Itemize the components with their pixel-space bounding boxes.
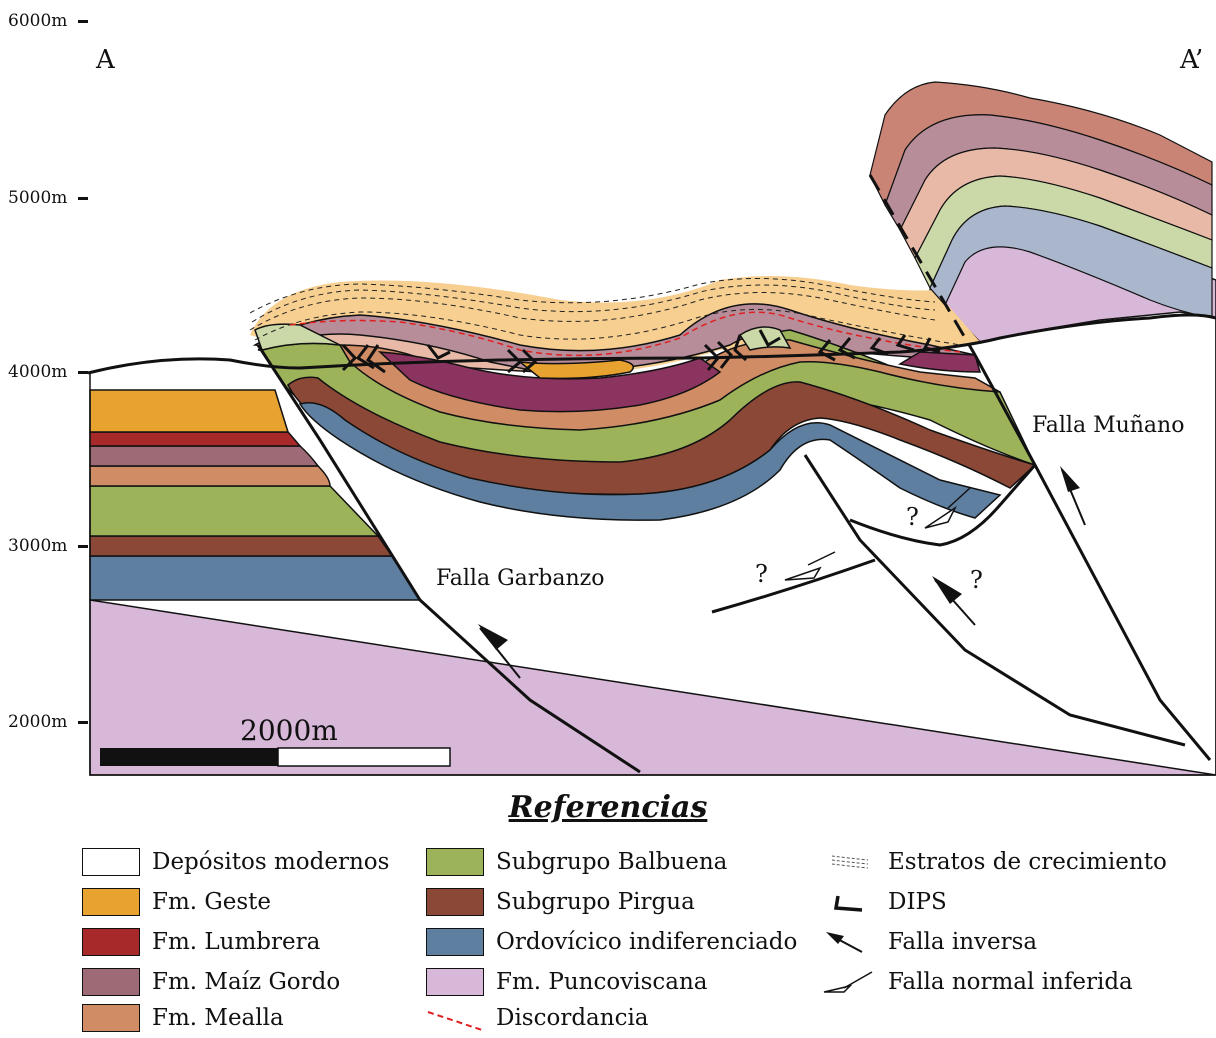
- tick-label-2000: 2000m: [8, 712, 67, 732]
- central-fold-strata: [250, 276, 1035, 520]
- swatch-balbuena: [426, 848, 484, 876]
- dip-symbol-icon: [818, 888, 876, 916]
- normal-fault-half-arrow-icon: [925, 508, 955, 528]
- swatch-depositos-modernos: [82, 848, 140, 876]
- swatch-puncoviscana: [426, 968, 484, 996]
- swatch-mealla: [82, 1004, 140, 1032]
- legend-label: Fm. Lumbrera: [152, 929, 320, 955]
- legend-label: Subgrupo Pirgua: [496, 889, 695, 915]
- legend-label: Discordancia: [496, 1005, 649, 1031]
- tick-label-5000: 5000m: [8, 188, 67, 208]
- uncertain-mark-2: ?: [906, 503, 919, 531]
- swatch-lumbrera: [82, 928, 140, 956]
- legend-item-balbuena: Subgrupo Balbuena: [426, 846, 727, 878]
- legend-item-ordovicico: Ordovícico indiferenciado: [426, 926, 797, 958]
- legend-item-discordancia: Discordancia: [426, 1002, 649, 1034]
- legend-label: Subgrupo Balbuena: [496, 849, 727, 875]
- swatch-pirgua: [426, 888, 484, 916]
- legend-item-mealla: Fm. Mealla: [82, 1002, 284, 1034]
- label-falla-munano: Falla Muñano: [1032, 413, 1184, 438]
- legend-item-falla-normal: Falla normal inferida: [818, 966, 1133, 998]
- legend-label: Fm. Puncoviscana: [496, 969, 708, 995]
- normal-fault-half-arrow-icon: [785, 568, 820, 580]
- legend-label: Fm. Maíz Gordo: [152, 969, 340, 995]
- scale-bar-label: 2000m: [240, 714, 338, 747]
- section-start-label: A: [95, 45, 116, 75]
- legend-item-falla-inversa: Falla inversa: [818, 926, 1037, 958]
- label-falla-garbanzo: Falla Garbanzo: [436, 566, 604, 591]
- uncertain-mark-1: ?: [755, 560, 768, 588]
- section-end-label: A’: [1179, 45, 1203, 75]
- tick-label-4000: 4000m: [8, 362, 67, 382]
- legend-label: Depósitos modernos: [152, 849, 389, 875]
- swatch-ordovicico: [426, 928, 484, 956]
- elevation-axis: 6000m 5000m 4000m 3000m 2000m: [8, 11, 88, 732]
- legend-item-lumbrera: Fm. Lumbrera: [82, 926, 320, 958]
- swatch-geste: [82, 888, 140, 916]
- legend-label: Fm. Mealla: [152, 1005, 284, 1031]
- growth-strata-icon: [818, 848, 876, 876]
- swatch-maiz-gordo: [82, 968, 140, 996]
- fault-branch-3: [712, 560, 875, 612]
- reverse-fault-arrow-icon: [818, 928, 876, 956]
- legend-label: Fm. Geste: [152, 889, 271, 915]
- legend-item-maiz-gordo: Fm. Maíz Gordo: [82, 966, 340, 998]
- legend-label: Estratos de crecimiento: [888, 849, 1167, 875]
- uncertain-mark-3: ?: [970, 566, 983, 594]
- legend-item-estratos-crecimiento: Estratos de crecimiento: [818, 846, 1167, 878]
- tick-label-6000: 6000m: [8, 11, 67, 31]
- geologic-cross-section: 6000m 5000m 4000m 3000m 2000m A A’: [0, 0, 1216, 790]
- dashed-red-line-icon: [426, 1004, 484, 1032]
- legend-item-puncoviscana: Fm. Puncoviscana: [426, 966, 708, 998]
- tick-label-3000: 3000m: [8, 536, 67, 556]
- legend-item-depositos-modernos: Depósitos modernos: [82, 846, 389, 878]
- legend: Referencias Depósitos modernos Fm. Geste…: [0, 790, 1216, 1035]
- normal-fault-half-arrow-icon: [818, 968, 876, 996]
- legend-label: Ordovícico indiferenciado: [496, 929, 797, 955]
- legend-item-dips: DIPS: [818, 886, 947, 918]
- legend-label: Falla normal inferida: [888, 969, 1133, 995]
- legend-item-geste: Fm. Geste: [82, 886, 271, 918]
- legend-label: DIPS: [888, 889, 947, 915]
- legend-title: Referencias: [0, 790, 1216, 825]
- legend-label: Falla inversa: [888, 929, 1037, 955]
- legend-item-pirgua: Subgrupo Pirgua: [426, 886, 695, 918]
